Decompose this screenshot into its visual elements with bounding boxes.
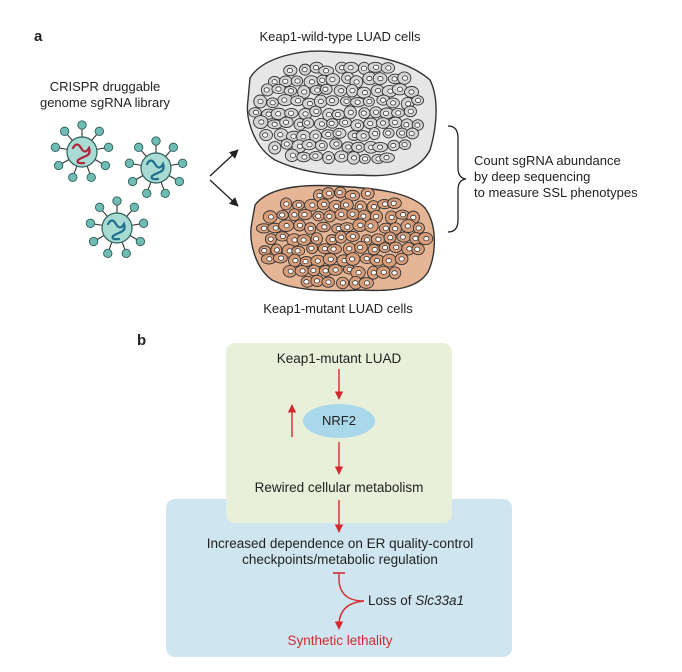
library-label-line1: CRISPR druggable bbox=[49, 79, 161, 94]
library-label: CRISPR druggable genome sgRNA library bbox=[20, 79, 190, 111]
curly-brace bbox=[447, 125, 467, 233]
node-er-dependence-line2: checkpoints/metabolic regulation bbox=[242, 552, 438, 567]
wild-type-cell-cluster bbox=[246, 50, 437, 177]
loss-of-prefix: Loss of bbox=[368, 593, 416, 608]
wild-type-label: Keap1-wild-type LUAD cells bbox=[259, 29, 421, 44]
gene-name-slc33a1: Slc33a1 bbox=[415, 593, 465, 608]
mutant-label: Keap1-mutant LUAD cells bbox=[263, 301, 413, 316]
panel-a-letter: a bbox=[34, 28, 43, 45]
node-nrf2: NRF2 bbox=[322, 413, 356, 428]
mutant-cell-cluster bbox=[250, 184, 436, 292]
node-er-dependence: Increased dependence on ER quality-contr… bbox=[170, 536, 510, 568]
readout-label: Count sgRNA abundance by deep sequencing… bbox=[474, 153, 679, 201]
loss-of-gene-label: Loss of Slc33a1 bbox=[368, 593, 464, 609]
sgrna-virus-particle-2 bbox=[124, 136, 188, 199]
node-er-dependence-line1: Increased dependence on ER quality-contr… bbox=[206, 536, 474, 551]
arrow-to-wild-type bbox=[209, 149, 239, 177]
node-keap1-mutant: Keap1-mutant LUAD bbox=[276, 351, 402, 366]
library-label-line2: genome sgRNA library bbox=[39, 95, 171, 110]
arrow-to-mutant bbox=[209, 179, 239, 207]
readout-line3: to measure SSL phenotypes bbox=[474, 185, 638, 200]
synthetic-lethality-outcome: Synthetic lethality bbox=[287, 633, 393, 648]
loss-to-lethality-arrow bbox=[334, 600, 365, 630]
sgrna-virus-particle-1 bbox=[50, 120, 114, 183]
nrf2-ellipse bbox=[303, 404, 375, 438]
sgrna-virus-particle-3 bbox=[85, 196, 149, 259]
readout-line2: by deep sequencing bbox=[474, 169, 591, 184]
panel-b-letter: b bbox=[137, 332, 147, 349]
node-rewired-metabolism: Rewired cellular metabolism bbox=[254, 480, 424, 495]
readout-line1: Count sgRNA abundance bbox=[474, 153, 621, 168]
loss-inhibition-curve bbox=[338, 574, 365, 602]
